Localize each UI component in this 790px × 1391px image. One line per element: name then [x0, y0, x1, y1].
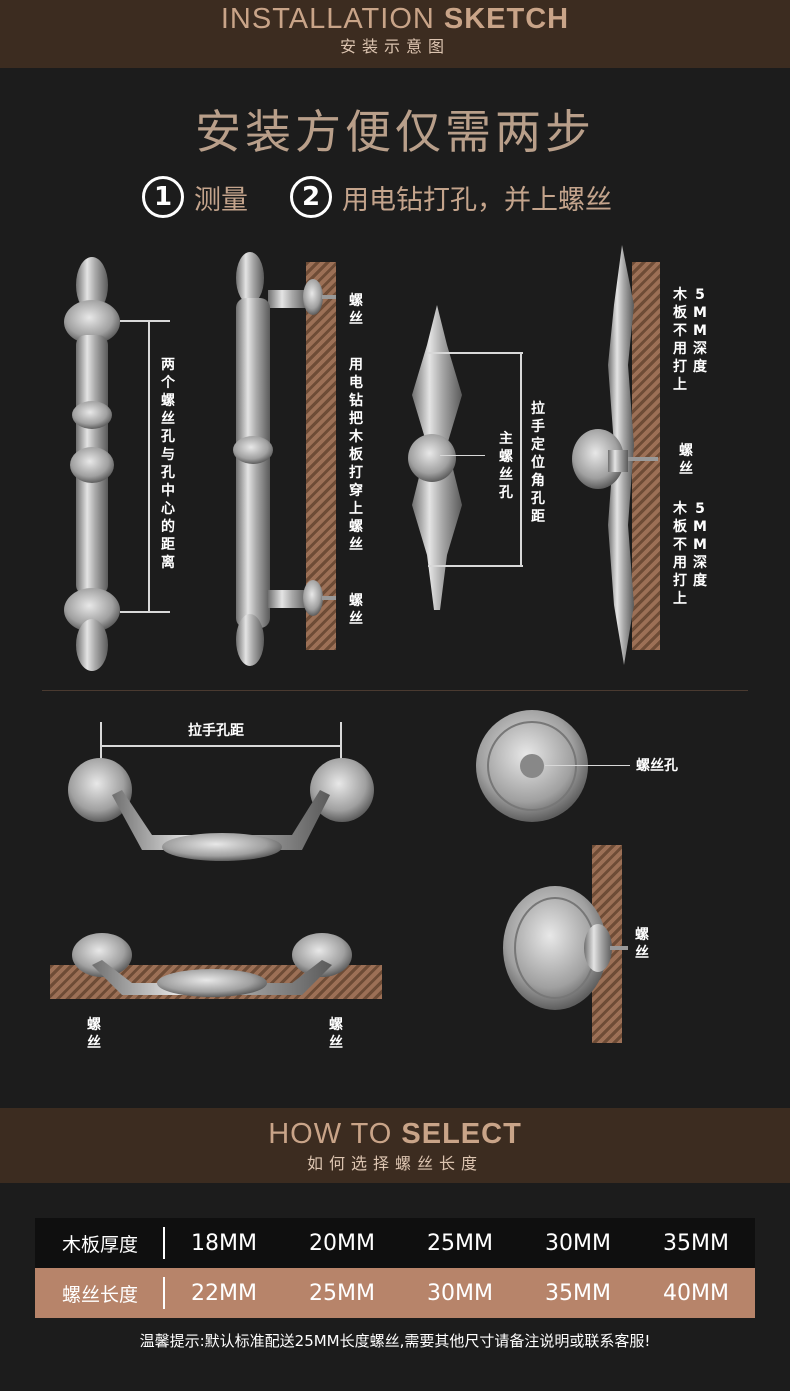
- screw-label-1: 螺丝: [349, 293, 363, 327]
- locating-line-bottom: [428, 565, 523, 567]
- table-head-board-thickness: 木板厚度: [35, 1218, 165, 1268]
- table-cell: 25MM: [401, 1218, 519, 1268]
- screw-label-2: 螺丝: [349, 593, 363, 627]
- screw-hole-label: 螺丝孔: [636, 758, 678, 774]
- step-2-text: 用电钻打孔，并上螺丝: [342, 184, 612, 216]
- bail-pull-side-illustration: [72, 933, 352, 997]
- table-head-screw-length: 螺丝长度: [35, 1268, 165, 1318]
- distance-label: 两个螺丝孔与孔中心的距离: [161, 357, 175, 571]
- section-divider: [42, 690, 748, 691]
- knob-side-illustration: [503, 886, 628, 1010]
- headline: 安装方便仅需两步: [195, 105, 595, 159]
- installation-title: INSTALLATION SKETCH: [220, 3, 570, 35]
- table-cell: 35MM: [637, 1218, 755, 1268]
- bail-pull-front-illustration: [68, 758, 374, 861]
- table-cell: 18MM: [165, 1218, 283, 1268]
- drill-label: 用电钻把木板打穿上螺丝: [349, 357, 363, 553]
- select-header: HOW TO SELECT 如何选择螺丝长度: [0, 1108, 790, 1183]
- screw-label-6: 螺丝: [635, 927, 649, 961]
- locating-label: 拉手定位角孔距: [531, 401, 545, 525]
- step-1-text: 测量: [194, 184, 248, 216]
- pull-distance-left-tick: [100, 722, 102, 767]
- step-1: 1 测量: [142, 172, 248, 222]
- select-title: HOW TO SELECT: [268, 1118, 522, 1150]
- pull-distance-right-tick: [340, 722, 342, 767]
- knob-front-illustration: [476, 710, 588, 822]
- main-hole-pointer: [440, 455, 485, 456]
- no-drill-label-2: 木板不用打上5MM深度: [673, 501, 707, 607]
- select-subtitle: 如何选择螺丝长度: [306, 1154, 483, 1173]
- step-2-number: 2: [290, 176, 332, 218]
- table-cell: 22MM: [165, 1268, 283, 1318]
- locating-line-top: [428, 352, 523, 354]
- screw-label-3: 螺丝: [679, 443, 693, 477]
- step-1-number: 1: [142, 176, 184, 218]
- backplate-handle-side-illustration: [572, 245, 658, 665]
- table-cell: 20MM: [283, 1218, 401, 1268]
- wood-panel-2: [632, 262, 660, 650]
- installation-subtitle: 安装示意图: [339, 37, 450, 56]
- screw-hole-pointer: [545, 765, 630, 766]
- pull-distance-line: [100, 745, 342, 747]
- no-drill-label-1: 木板不用打上5MM深度: [673, 287, 707, 393]
- screw-length-table: 木板厚度 18MM 20MM 25MM 30MM 35MM 螺丝长度 22MM …: [35, 1218, 755, 1318]
- pull-distance-label: 拉手孔距: [188, 723, 244, 739]
- table-cell: 25MM: [283, 1268, 401, 1318]
- screw-label-4: 螺丝: [87, 1017, 101, 1051]
- table-cell: 30MM: [401, 1268, 519, 1318]
- step-2: 2 用电钻打孔，并上螺丝: [290, 172, 612, 222]
- distance-line-bottom: [120, 611, 170, 613]
- backplate-handle-front-illustration: [408, 305, 462, 610]
- long-handle-side-illustration: [233, 252, 336, 666]
- table-cell: 30MM: [519, 1218, 637, 1268]
- long-handle-front-illustration: [64, 257, 120, 671]
- table-cell: 35MM: [519, 1268, 637, 1318]
- table-row-screw-length: 螺丝长度 22MM 25MM 30MM 35MM 40MM: [35, 1268, 755, 1318]
- table-row-board-thickness: 木板厚度 18MM 20MM 25MM 30MM 35MM: [35, 1218, 755, 1268]
- tip-text: 温馨提示:默认标准配送25MM长度螺丝,需要其他尺寸请备注说明或联系客服!: [139, 1332, 651, 1350]
- locating-line-vertical: [520, 352, 522, 567]
- screw-label-5: 螺丝: [329, 1017, 343, 1051]
- distance-line-top: [120, 320, 170, 322]
- table-cell: 40MM: [637, 1268, 755, 1318]
- main-hole-label: 主螺丝孔: [499, 431, 513, 501]
- installation-header: INSTALLATION SKETCH 安装示意图: [0, 0, 790, 68]
- distance-line-vertical: [148, 320, 150, 613]
